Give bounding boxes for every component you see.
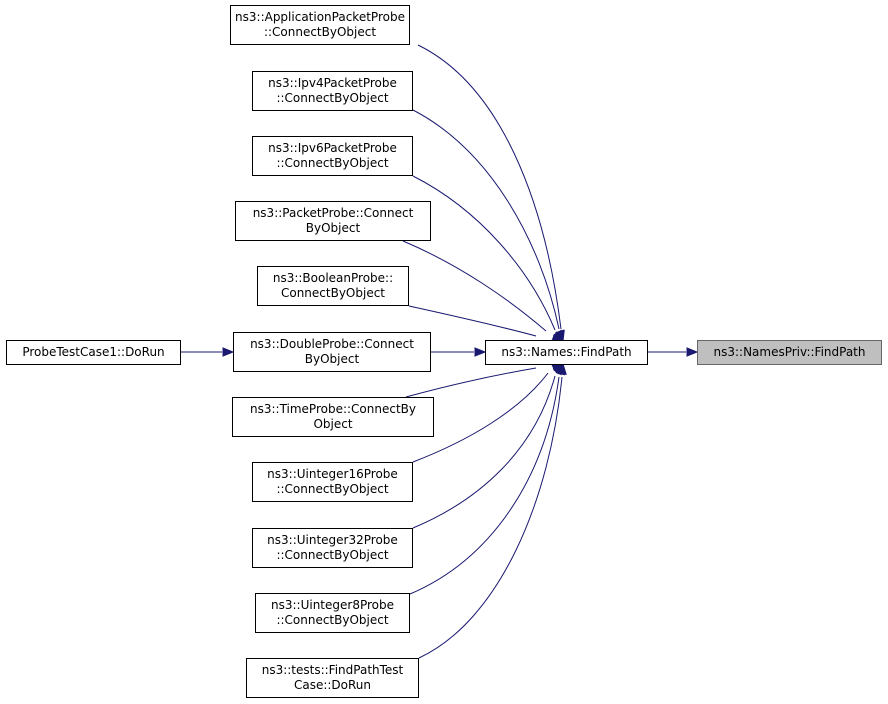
edge-app-probe-to-names [417, 44, 562, 330]
node-label: ::ConnectByObject [276, 156, 389, 170]
node-uinteger16-probe[interactable]: ns3::Uinteger16Probe ::ConnectByObject [252, 462, 413, 502]
arrowhead [222, 347, 235, 357]
node-label: ::ConnectByObject [276, 613, 389, 627]
node-label: ns3::Names::FindPath [501, 345, 632, 359]
node-label: Object [313, 417, 353, 431]
node-label: ::ConnectByObject [276, 91, 389, 105]
node-ipv4-packet-probe[interactable]: ns3::Ipv4PacketProbe ::ConnectByObject [252, 71, 413, 111]
edge-ipv6-probe-to-names [412, 175, 556, 331]
node-label: ::ConnectByObject [276, 482, 389, 496]
node-label: ns3::tests::FindPathTest [261, 663, 404, 677]
node-label: ns3::PacketProbe::Connect [252, 206, 414, 220]
node-uinteger32-probe[interactable]: ns3::Uinteger32Probe ::ConnectByObject [252, 528, 413, 568]
node-application-packet-probe[interactable]: ns3::ApplicationPacketProbe ::ConnectByO… [230, 5, 410, 45]
node-label: ns3::DoubleProbe::Connect [250, 337, 414, 351]
arrowhead [474, 347, 487, 357]
arrowhead [557, 362, 567, 375]
node-label: ns3::BooleanProbe:: [272, 271, 394, 285]
edge-ipv4-probe-to-names [412, 109, 560, 330]
node-double-probe[interactable]: ns3::DoubleProbe::Connect ByObject [233, 332, 431, 372]
node-ipv6-packet-probe[interactable]: ns3::Ipv6PacketProbe ::ConnectByObject [252, 136, 413, 176]
node-names-findpath[interactable]: ns3::Names::FindPath [485, 340, 648, 365]
node-probe-test-case[interactable]: ProbeTestCase1::DoRun [6, 340, 181, 365]
node-time-probe[interactable]: ns3::TimeProbe::ConnectBy Object [232, 397, 434, 437]
node-label: ::ConnectByObject [276, 548, 389, 562]
node-label: ::ConnectByObject [263, 25, 377, 39]
node-label: ns3::ApplicationPacketProbe [235, 10, 405, 24]
edge-time-probe-to-names [405, 367, 537, 398]
node-namespriv-findpath[interactable]: ns3::NamesPriv::FindPath [697, 340, 882, 365]
edge-uint16-probe-to-names [412, 372, 549, 463]
node-label: ProbeTestCase1::DoRun [22, 345, 165, 359]
node-label: ns3::Ipv6PacketProbe [268, 141, 397, 155]
edge-uint8-probe-to-names [409, 376, 560, 595]
node-label: ns3::TimeProbe::ConnectBy [249, 402, 417, 416]
node-label: ByObject [304, 352, 360, 366]
edge-uint32-probe-to-names [412, 375, 556, 529]
node-packet-probe[interactable]: ns3::PacketProbe::Connect ByObject [235, 201, 431, 241]
node-label: ConnectByObject [280, 286, 386, 300]
node-label: Case::DoRun [293, 678, 372, 692]
edge-packet-probe-to-names [402, 240, 547, 332]
node-uinteger8-probe[interactable]: ns3::Uinteger8Probe ::ConnectByObject [255, 593, 410, 633]
node-label: ns3::Uinteger8Probe [271, 598, 394, 612]
edge-findpath-test-to-names [418, 376, 563, 659]
node-findpath-test-case[interactable]: ns3::tests::FindPathTest Case::DoRun [246, 658, 419, 698]
node-label: ByObject [305, 221, 361, 235]
node-label: ns3::NamesPriv::FindPath [713, 345, 866, 359]
node-label: ns3::Uinteger32Probe [267, 533, 398, 547]
node-boolean-probe[interactable]: ns3::BooleanProbe:: ConnectByObject [257, 266, 409, 306]
arrowhead [686, 347, 699, 357]
node-label: ns3::Uinteger16Probe [267, 467, 398, 481]
node-label: ns3::Ipv4PacketProbe [268, 76, 397, 90]
edge-boolean-probe-to-names [408, 305, 537, 337]
